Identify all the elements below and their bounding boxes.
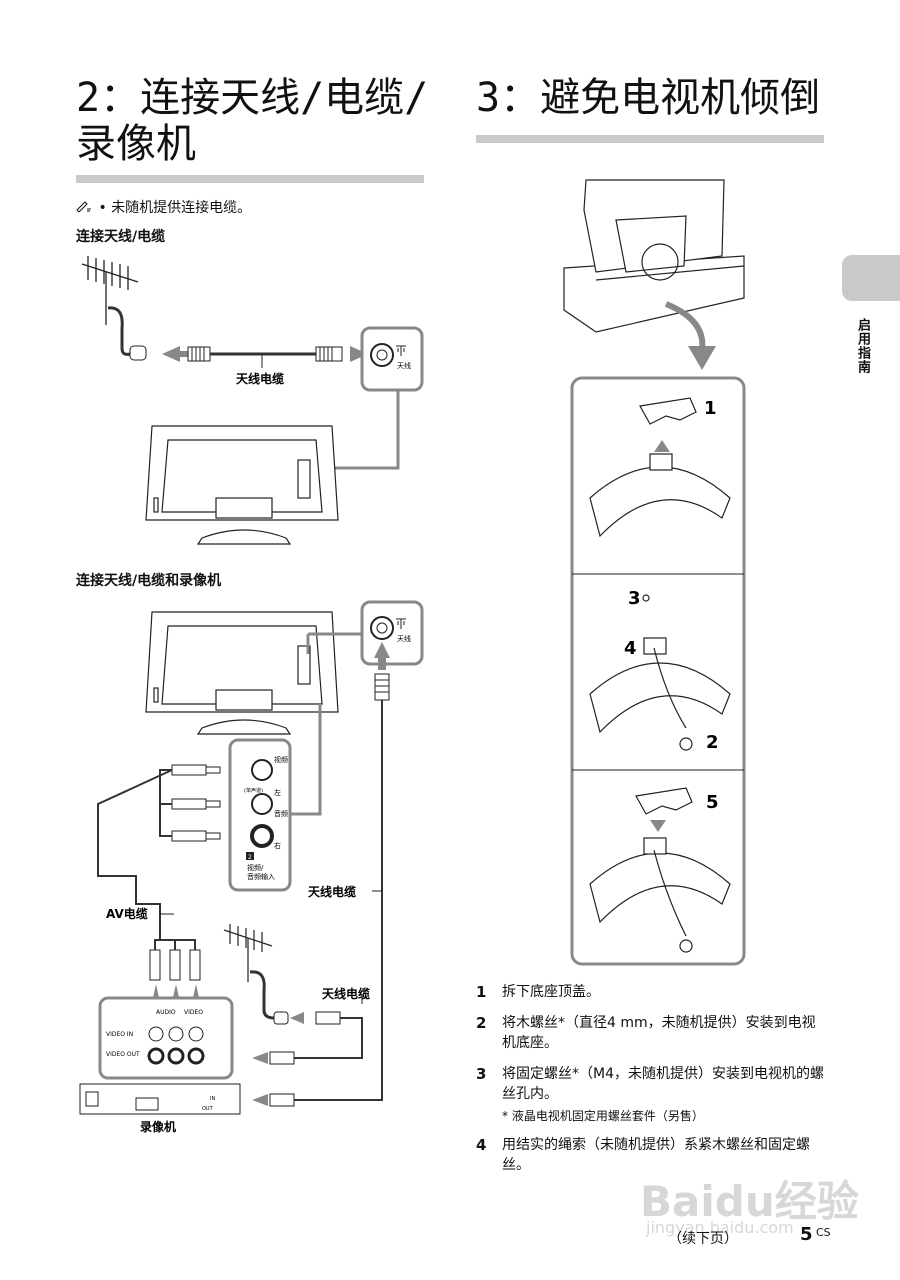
step-3-text: 将固定螺丝*（M4，未随机提供）安装到电视机的螺丝孔内。 bbox=[502, 1066, 824, 1102]
step-4: 4 用结实的绳索（未随机提供）系紧木螺丝和固定螺丝。 bbox=[476, 1135, 826, 1175]
vcr-video-label: VIDEO bbox=[184, 1009, 203, 1016]
anti-tip-steps-illustration: 1 3 4 2 5 bbox=[570, 376, 746, 966]
av-input-label-1: 视频/ bbox=[247, 863, 264, 872]
step-2: 2 将木螺丝*（直径4 mm，未随机提供）安装到电视机底座。 bbox=[476, 1013, 826, 1053]
left-channel-label: 左 bbox=[274, 788, 281, 797]
right-channel-label: 右 bbox=[274, 841, 281, 850]
antenna-icon bbox=[81, 256, 139, 325]
vcr-ant-in-label: IN bbox=[210, 1096, 215, 1102]
subheading-antenna: 连接天线/电缆 bbox=[76, 229, 166, 245]
mono-label: (单声道) bbox=[244, 787, 263, 794]
section-title-left-line1: 2：连接天线/电缆/ bbox=[76, 75, 429, 121]
antenna-port-label-1: 天线 bbox=[397, 361, 411, 370]
marker-2: 2 bbox=[706, 732, 719, 753]
vcr-label: 录像机 bbox=[140, 1119, 176, 1134]
antenna-cable-label-3: 天线电缆 bbox=[322, 986, 370, 1001]
antenna-connection-diagram: 天线 天线电缆 bbox=[81, 256, 424, 545]
pencil-note-icon bbox=[76, 198, 94, 218]
subheading-antenna-vcr: 连接天线/电缆和录像机 bbox=[76, 573, 222, 589]
marker-4: 4 bbox=[624, 638, 637, 659]
step-2-number: 2 bbox=[476, 1014, 487, 1032]
step-1-number: 1 bbox=[476, 983, 487, 1001]
step-4-number: 4 bbox=[476, 1136, 487, 1154]
watermark-logo: Baidu经验 bbox=[640, 1177, 859, 1226]
note-text: • 未随机提供连接电缆。 bbox=[98, 200, 252, 216]
step-4-text: 用结实的绳索（未随机提供）系紧木螺丝和固定螺丝。 bbox=[502, 1137, 810, 1173]
step-3: 3 将固定螺丝*（M4，未随机提供）安装到电视机的螺丝孔内。 * 液晶电视机固定… bbox=[476, 1064, 826, 1126]
video-jack-label: 视频 bbox=[274, 755, 288, 764]
note-row: • 未随机提供连接电缆。 bbox=[76, 198, 251, 218]
antenna-cable-label-2: 天线电缆 bbox=[308, 884, 356, 899]
continued-label: （续下页） bbox=[668, 1231, 738, 1247]
tv-back-icon bbox=[145, 425, 339, 545]
side-tab-marker bbox=[842, 255, 900, 301]
section-title-right: 3：避免电视机倾倒 bbox=[476, 75, 821, 121]
audio-label: 音频 bbox=[274, 809, 288, 818]
step-1-text: 拆下底座顶盖。 bbox=[502, 984, 600, 1000]
av-input-label-2: 音频输入 bbox=[247, 872, 275, 881]
marker-1: 1 bbox=[704, 398, 717, 419]
vcr-video-out-label: VIDEO OUT bbox=[106, 1051, 140, 1058]
step-1: 1 拆下底座顶盖。 bbox=[476, 982, 826, 1002]
step-3-number: 3 bbox=[476, 1065, 487, 1083]
page-number: 5 bbox=[800, 1224, 813, 1245]
vcr-audio-label: AUDIO bbox=[156, 1009, 176, 1016]
tv-stand-overview-illustration bbox=[563, 179, 745, 370]
tv-back-icon-2 bbox=[145, 611, 339, 735]
section-title-left-line2: 录像机 bbox=[76, 121, 196, 167]
vcr-ant-out-label: OUT bbox=[202, 1106, 214, 1112]
page-lang-code: CS bbox=[816, 1226, 831, 1239]
side-tab-label: 启用指南 bbox=[855, 318, 870, 374]
antenna-vcr-connection-diagram: 天线 天线电缆 视频 (单声道) 左 音频 右 2 视频/ 音频输入 AV电缆 bbox=[79, 600, 424, 1134]
antenna-port-label-2: 天线 bbox=[397, 634, 411, 643]
antenna-cable-label-1: 天线电缆 bbox=[236, 371, 284, 386]
step-3-note: * 液晶电视机固定用螺丝套件（另售） bbox=[502, 1109, 704, 1123]
marker-5: 5 bbox=[706, 792, 719, 813]
watermark-url: jingyan.baidu.com bbox=[646, 1218, 794, 1237]
vcr-video-in-label: VIDEO IN bbox=[106, 1031, 133, 1038]
title-underline-left bbox=[76, 175, 424, 183]
input-number: 2 bbox=[248, 854, 252, 861]
title-underline-right bbox=[476, 135, 824, 143]
marker-3: 3 bbox=[628, 588, 641, 609]
step-2-text: 将木螺丝*（直径4 mm，未随机提供）安装到电视机底座。 bbox=[502, 1015, 816, 1051]
av-cable-label: AV电缆 bbox=[106, 906, 148, 921]
